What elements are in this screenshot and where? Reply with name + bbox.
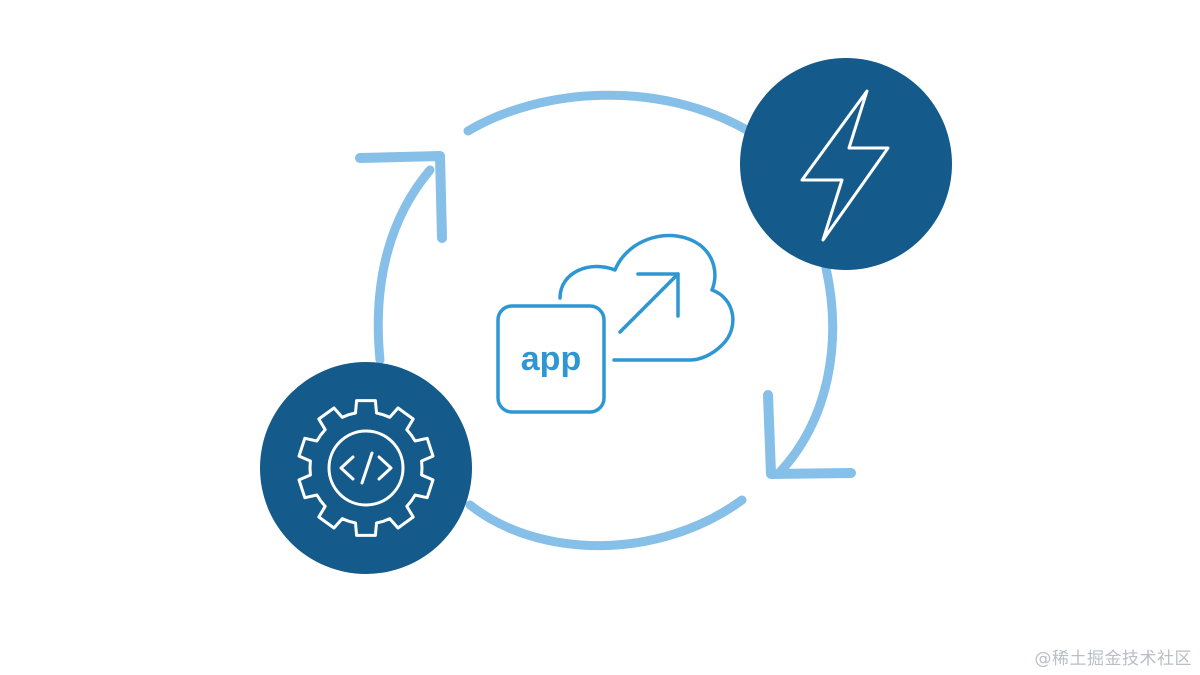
arrowhead-top-left-icon — [355, 151, 447, 243]
watermark: @稀土掘金技术社区 — [1034, 649, 1192, 669]
code-brackets-icon — [339, 451, 393, 485]
cycle-arc-right — [775, 263, 838, 477]
lightning-bolt-icon — [800, 89, 890, 242]
cycle-arc-top — [463, 90, 757, 138]
app-box — [496, 304, 606, 414]
cycle-ring — [373, 90, 838, 551]
cycle-arc-left — [373, 165, 435, 365]
lightning-circle — [740, 58, 952, 270]
arrowhead-bottom-right-icon — [763, 390, 856, 479]
gear-inner-ring — [327, 429, 405, 507]
upload-arrow-icon — [618, 272, 680, 334]
app-label: app — [521, 340, 581, 378]
app-cloud-upload: app — [496, 233, 735, 414]
cycle-arc-bottom — [465, 495, 747, 551]
cloud-icon — [558, 233, 735, 362]
gear-icon — [297, 399, 435, 537]
gear-circle — [260, 362, 472, 574]
cycle-arrowheads — [355, 151, 856, 479]
